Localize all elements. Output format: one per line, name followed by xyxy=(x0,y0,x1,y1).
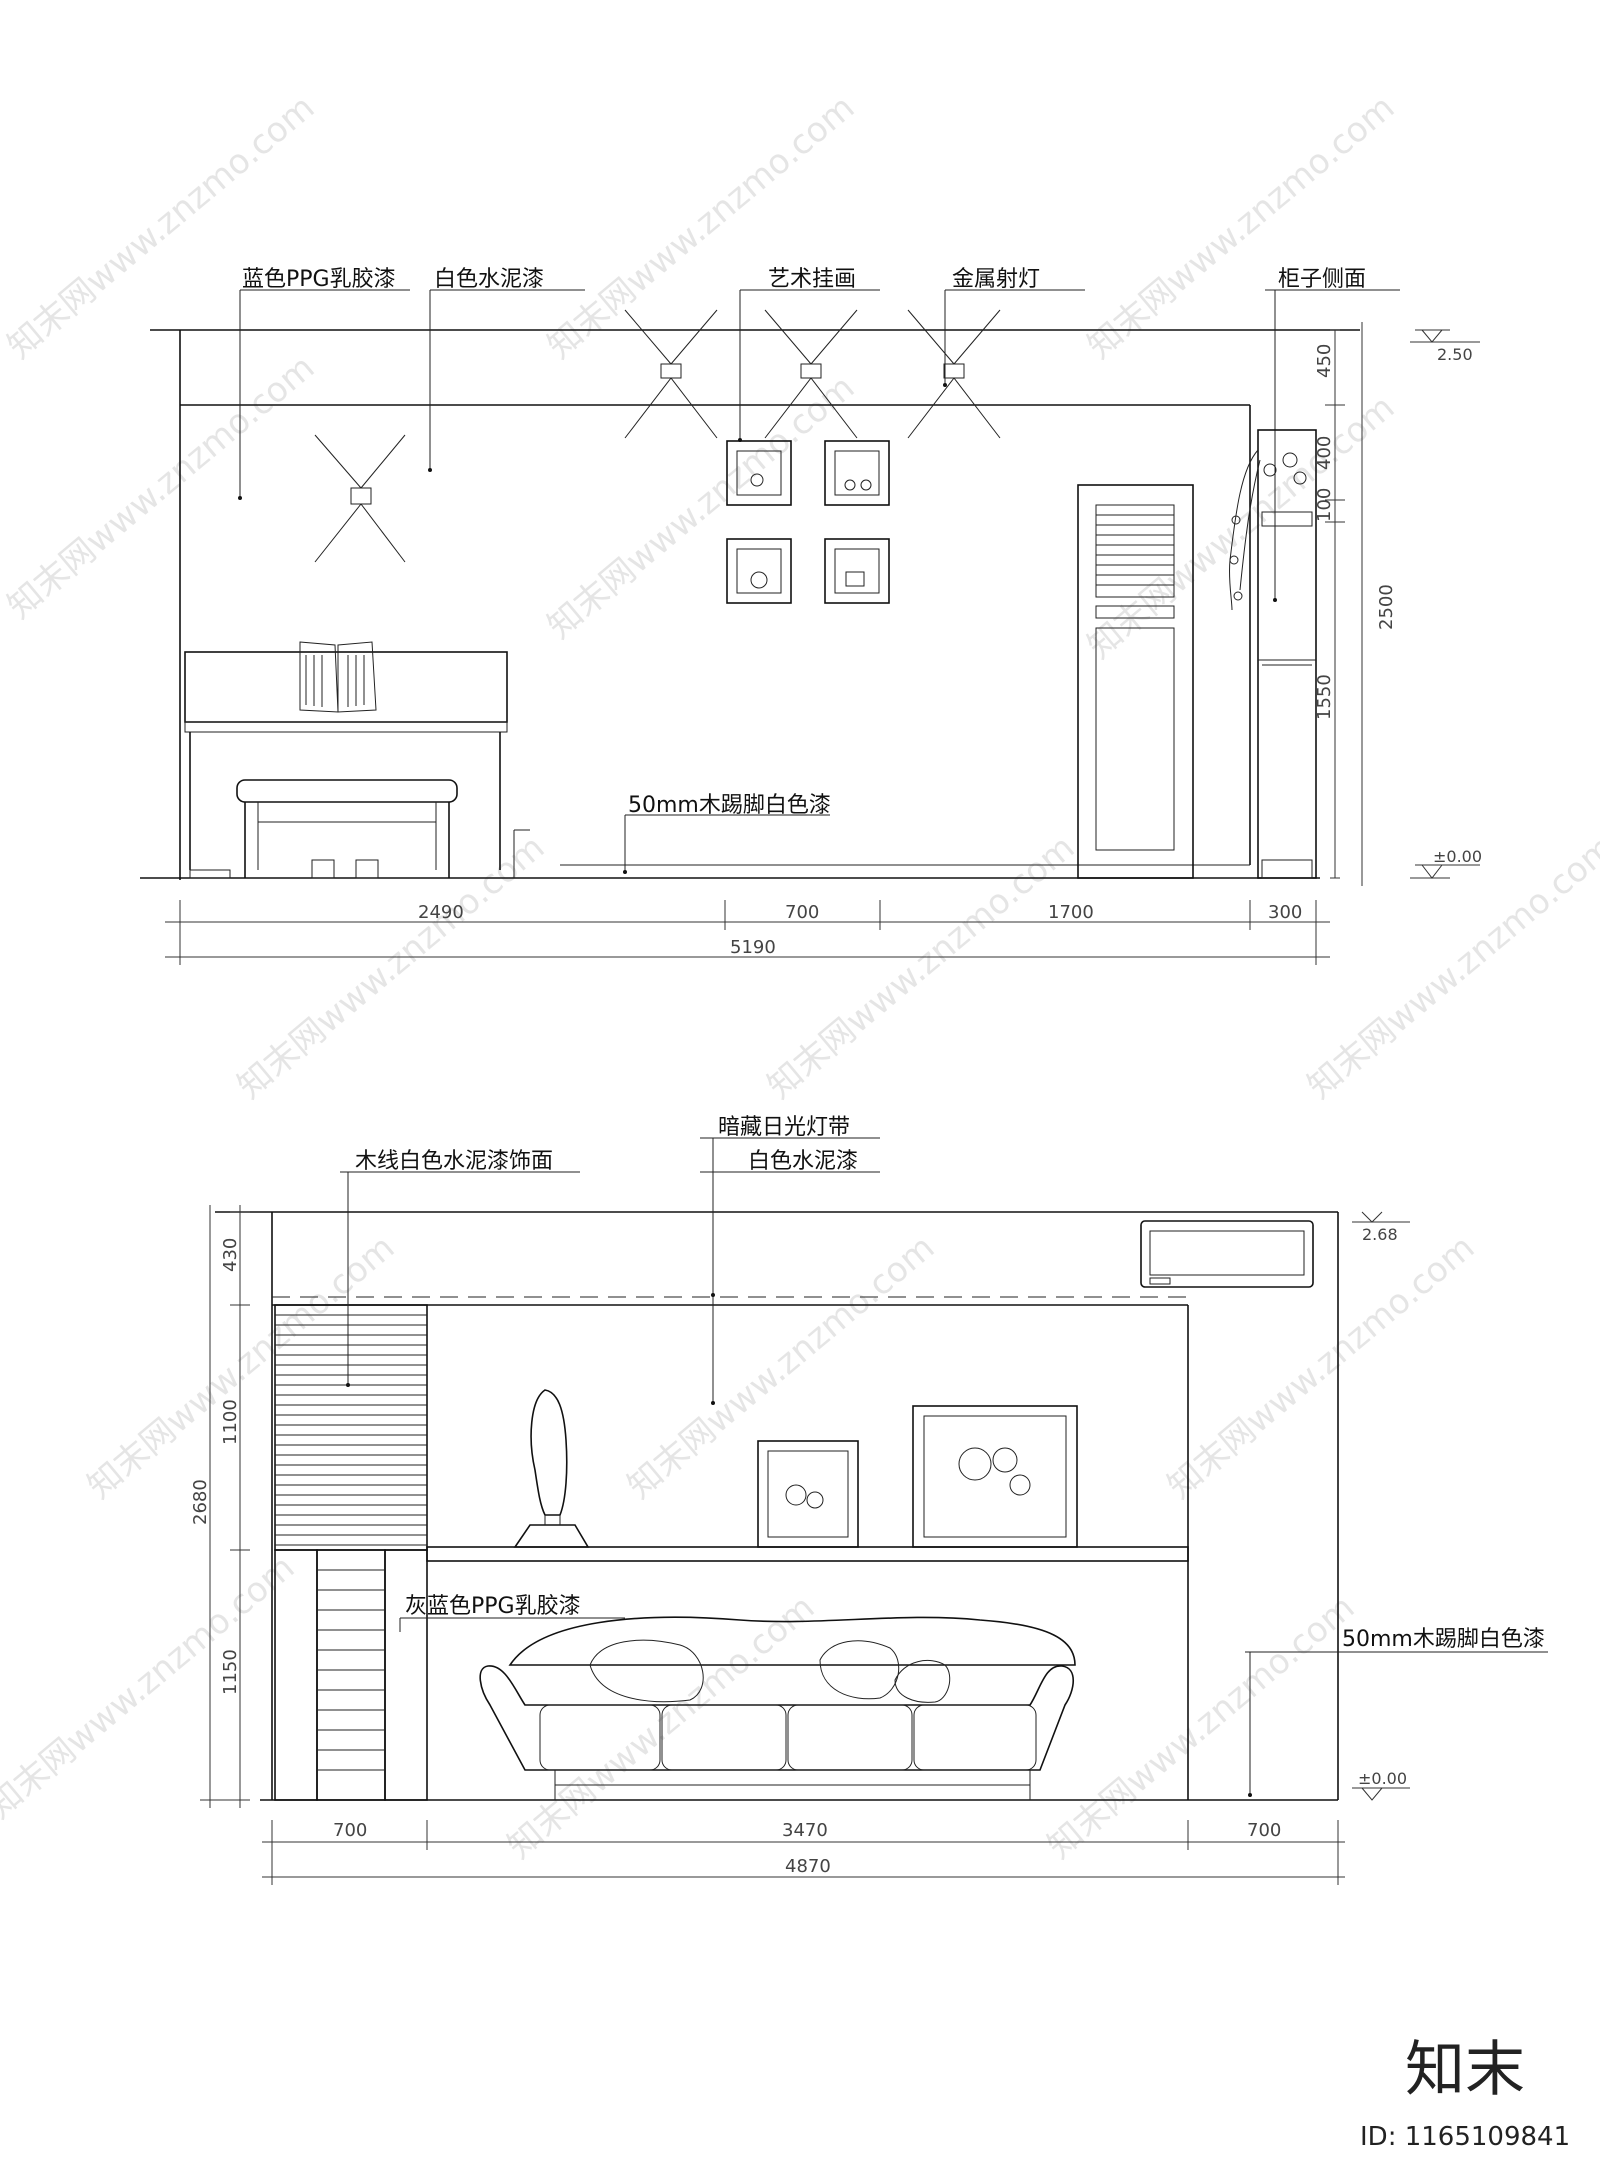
watermark: 知末网www.znzmo.com xyxy=(500,1587,822,1866)
level-mark-floor: ±0.00 xyxy=(1352,1769,1410,1801)
label-gray-blue-paint: 灰蓝色PPG乳胶漆 xyxy=(405,1594,581,1619)
watermark: 知末网www.znzmo.com xyxy=(0,347,322,626)
label-cabinet-side: 柜子侧面 xyxy=(1278,267,1366,292)
watermark: 知末网www.znzmo.com xyxy=(0,87,322,366)
level-mark-top: 2.50 xyxy=(1410,329,1480,364)
level-floor-value: ±0.00 xyxy=(1433,847,1482,866)
dim-2490: 2490 xyxy=(418,902,464,923)
brand-id: ID: 1165109841 xyxy=(1360,2122,1570,2152)
dim-1550: 1550 xyxy=(1314,674,1335,720)
watermark: 知末网www.znzmo.com xyxy=(1300,827,1600,1106)
art-painting xyxy=(726,440,792,506)
dim-total-5190: 5190 xyxy=(730,937,776,958)
dimension-horizontal: 2490 700 1700 300 5190 xyxy=(165,900,1330,965)
watermark: 知末网www.znzmo.com xyxy=(620,1227,942,1506)
top-elevation: 蓝色PPG乳胶漆 白色水泥漆 艺术挂画 金属射灯 柜子侧面 50mm木踢脚白色漆 xyxy=(140,267,1482,965)
piano xyxy=(184,641,530,879)
watermark: 知末网www.znzmo.com xyxy=(0,1547,302,1826)
spotlight xyxy=(624,309,718,439)
dim-2500: 2500 xyxy=(1376,584,1397,630)
dim-430: 430 xyxy=(220,1238,241,1272)
dim-100: 100 xyxy=(1314,488,1335,522)
label-hidden-light: 暗藏日光灯带 xyxy=(718,1115,850,1140)
level-floor-value-b: ±0.00 xyxy=(1358,1769,1407,1788)
label-blue-paint: 蓝色PPG乳胶漆 xyxy=(242,267,396,292)
dim-2680: 2680 xyxy=(190,1479,211,1525)
label-skirting-b: 50mm木踢脚白色漆 xyxy=(1342,1627,1545,1652)
level-mark-top: 2.68 xyxy=(1352,1211,1410,1244)
dim-700-left: 700 xyxy=(333,1820,367,1841)
framed-picture-small xyxy=(757,1440,859,1548)
bottom-elevation: 木线白色水泥漆饰面 暗藏日光灯带 白色水泥漆 灰蓝色PPG乳胶漆 50mm木踢脚… xyxy=(190,1115,1548,1885)
level-mark-floor: ±0.00 xyxy=(1410,847,1482,879)
level-top-value-b: 2.68 xyxy=(1362,1225,1398,1244)
dim-total-4870: 4870 xyxy=(785,1856,831,1877)
brand-block: 知末 ID: 1165109841 xyxy=(1360,2035,1570,2152)
wood-slat-panel xyxy=(274,1304,428,1801)
watermark: 知末网www.znzmo.com xyxy=(540,87,862,366)
wall-lamp xyxy=(314,434,406,563)
dim-300: 300 xyxy=(1268,902,1302,923)
watermark: 知末网www.znzmo.com xyxy=(1040,1587,1362,1866)
dimension-horizontal: 700 3470 700 4870 xyxy=(262,1820,1345,1885)
label-wood-line: 木线白色水泥漆饰面 xyxy=(355,1149,553,1174)
display-shelf xyxy=(426,1546,1189,1562)
art-painting xyxy=(824,538,890,604)
label-white-cement: 白色水泥漆 xyxy=(434,267,544,292)
sculpture xyxy=(513,1389,590,1548)
dimension-vertical: 450 400 100 1550 2500 xyxy=(1314,322,1397,886)
watermark: 知末网www.znzmo.com xyxy=(760,827,1082,1106)
art-painting xyxy=(726,538,792,604)
dim-400: 400 xyxy=(1314,436,1335,470)
sofa xyxy=(479,1616,1076,1800)
dim-1700: 1700 xyxy=(1048,902,1094,923)
dim-1100: 1100 xyxy=(220,1399,241,1445)
dimension-vertical: 430 1100 1150 2680 xyxy=(190,1205,250,1808)
label-skirting: 50mm木踢脚白色漆 xyxy=(628,793,831,818)
leader-lines xyxy=(238,289,1400,874)
cabinet-side xyxy=(1228,429,1317,879)
watermark: 知末网www.znzmo.com xyxy=(1080,87,1402,366)
piano-bench xyxy=(236,779,458,879)
watermark: 知末网www.znzmo.com xyxy=(230,827,552,1106)
framed-picture-large xyxy=(912,1405,1078,1548)
dim-450: 450 xyxy=(1314,344,1335,378)
dim-1150: 1150 xyxy=(220,1649,241,1695)
watermark: 知末网www.znzmo.com xyxy=(1080,387,1402,666)
spotlight xyxy=(907,309,1001,439)
leader-lines xyxy=(340,1137,1548,1797)
label-art-painting: 艺术挂画 xyxy=(768,267,856,292)
art-painting xyxy=(824,440,890,506)
dim-700-right: 700 xyxy=(1247,1820,1281,1841)
brand-logo: 知末 xyxy=(1405,2035,1525,2105)
air-conditioner xyxy=(1077,484,1194,879)
spotlight xyxy=(764,309,858,439)
label-white-cement-b: 白色水泥漆 xyxy=(748,1149,858,1174)
watermark: 知末网www.znzmo.com xyxy=(540,367,862,646)
level-top-value: 2.50 xyxy=(1437,345,1473,364)
label-metal-spotlight: 金属射灯 xyxy=(952,267,1040,292)
watermark: 知末网www.znzmo.com xyxy=(1160,1227,1482,1506)
dim-3470: 3470 xyxy=(782,1820,828,1841)
dim-700: 700 xyxy=(785,902,819,923)
air-conditioner-wall xyxy=(1140,1220,1314,1288)
